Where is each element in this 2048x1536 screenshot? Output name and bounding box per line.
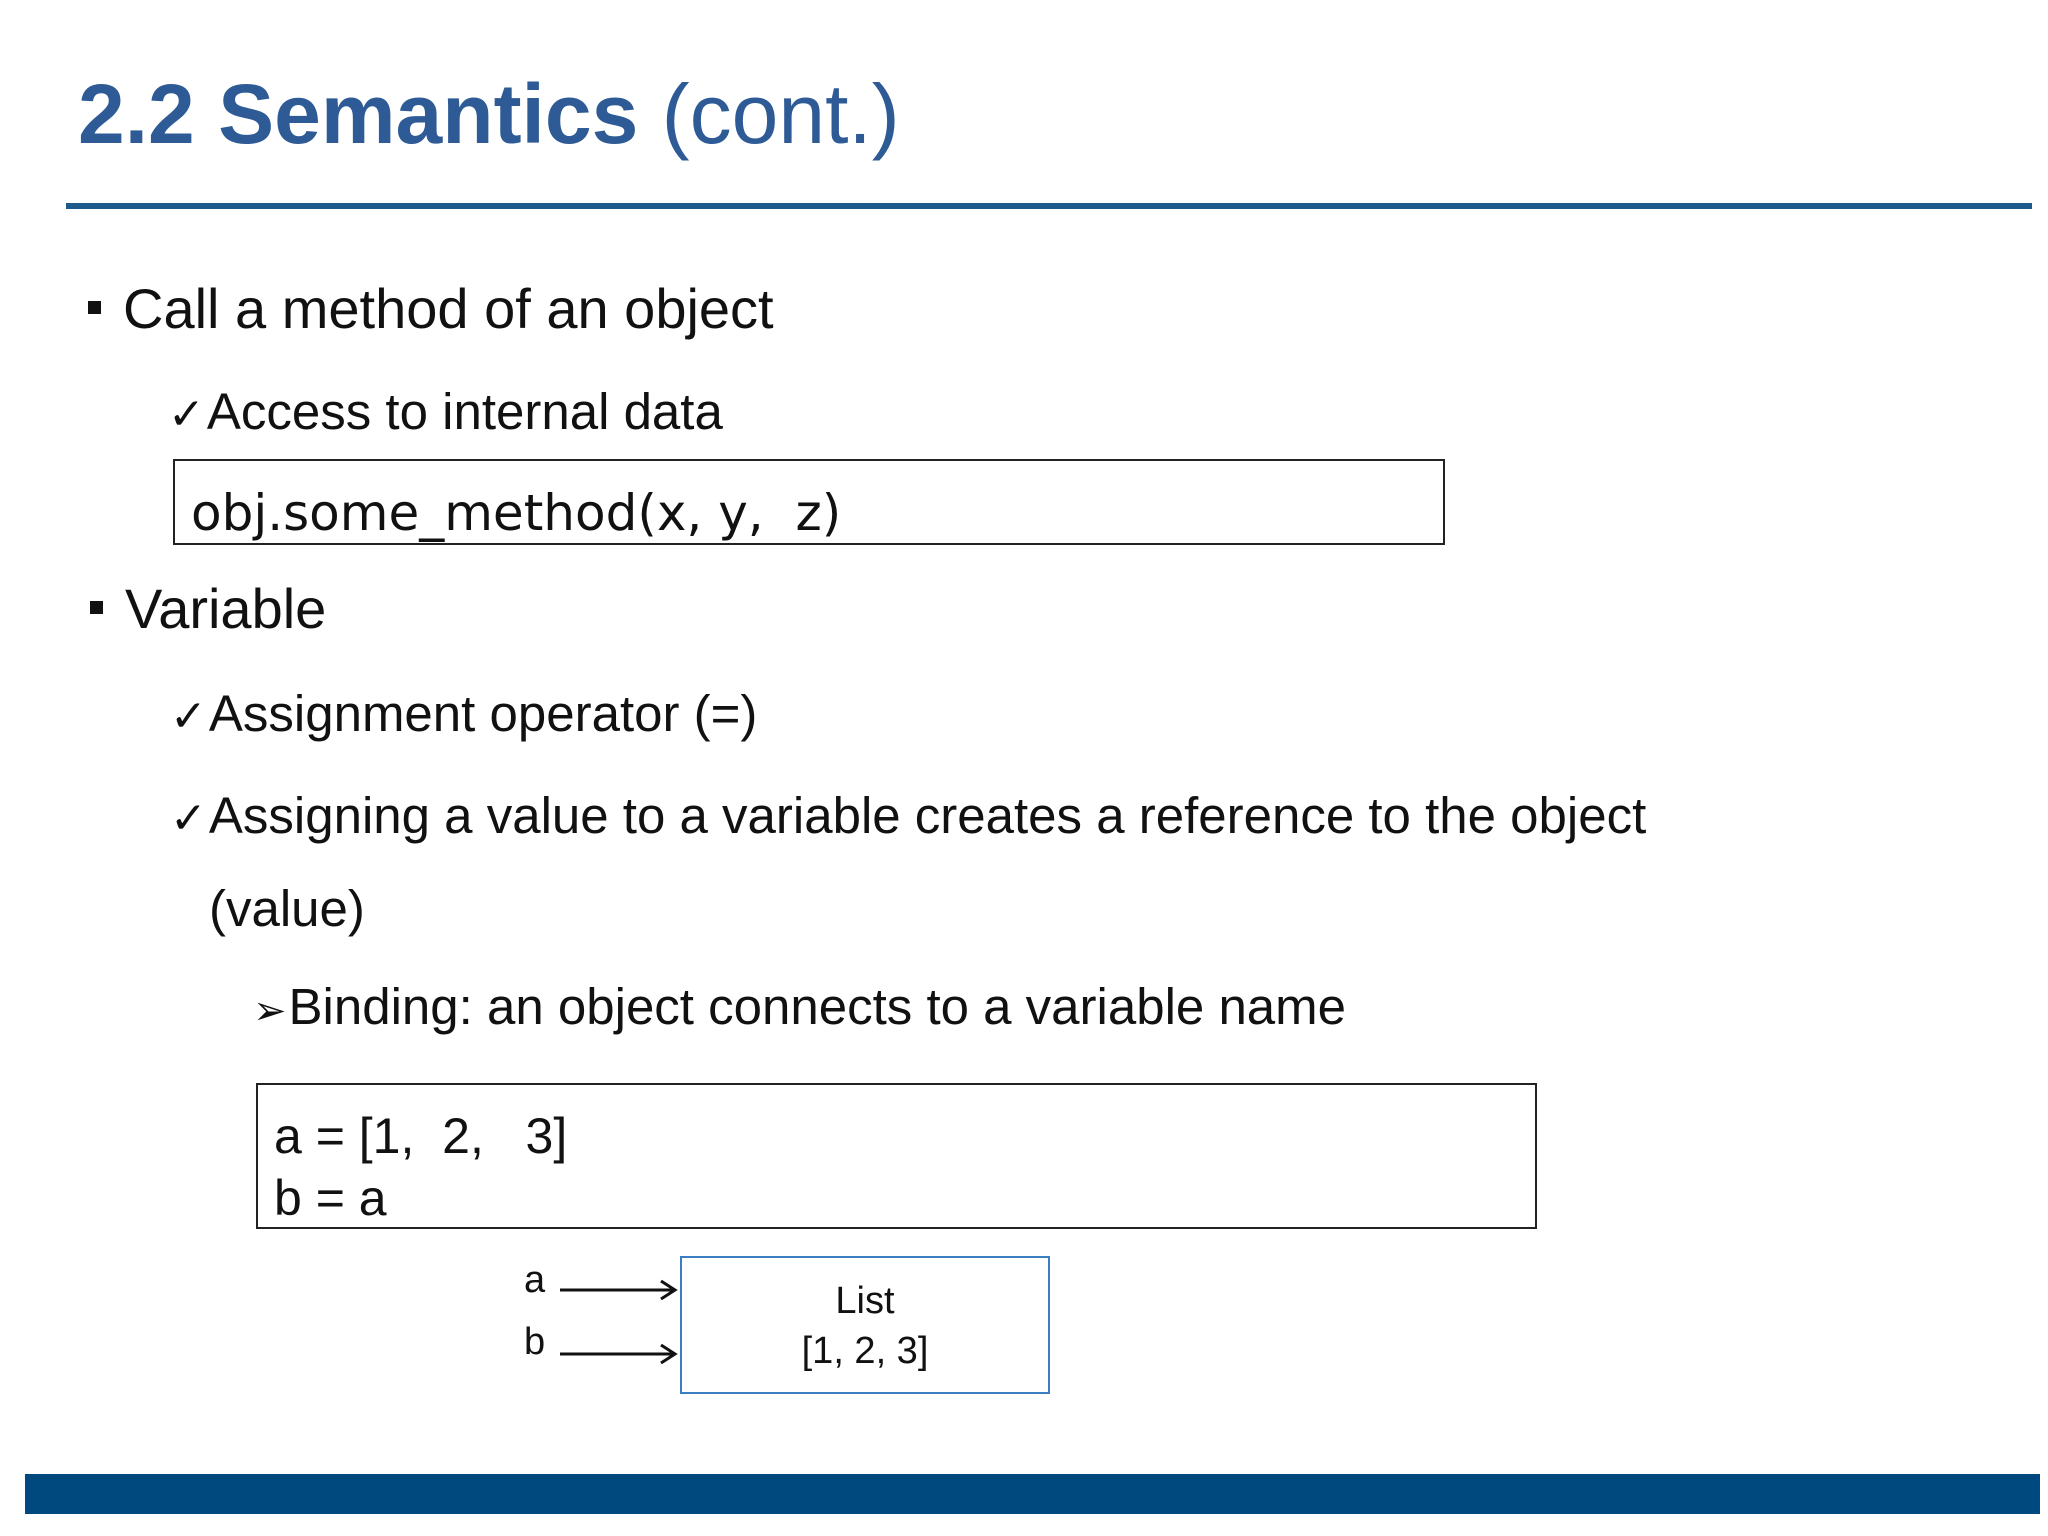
- checkmark-icon: ✓: [168, 389, 205, 440]
- title-divider: [66, 203, 2032, 209]
- bullet-variable-text: Variable: [125, 577, 327, 640]
- code-assignment-line-2: b = a: [274, 1170, 387, 1226]
- arrow-b-to-list-icon: [560, 1343, 678, 1365]
- sub-bullet-reference-continuation: (value): [209, 880, 365, 937]
- footer-bar: [25, 1474, 2040, 1514]
- sub-sub-bullet-binding: ➢Binding: an object connects to a variab…: [253, 977, 1346, 1041]
- code-assignment-line-1: a = [1, 2, 3]: [274, 1108, 568, 1164]
- checkmark-icon: ✓: [170, 793, 207, 844]
- code-box-method-call: obj.some_method(x, y, z): [173, 459, 1445, 545]
- slide-title-suffix: (cont.): [661, 67, 900, 161]
- diagram-list-object: List [1, 2, 3]: [680, 1256, 1050, 1394]
- code-method-call: obj.some_method(x, y, z): [191, 484, 842, 542]
- square-bullet-icon: [90, 600, 103, 614]
- slide-title-main: 2.2 Semantics: [78, 67, 639, 161]
- arrow-a-to-list-icon: [560, 1279, 678, 1301]
- diagram-list-title: List: [835, 1280, 895, 1322]
- sub-bullet-internal-data-text: Access to internal data: [206, 383, 723, 440]
- square-bullet-icon: [88, 300, 101, 314]
- bullet-call-method-text: Call a method of an object: [123, 277, 774, 340]
- sub-bullet-reference: ✓Assigning a value to a variable creates…: [170, 786, 1646, 849]
- sub-bullet-assignment-operator: ✓Assignment operator (=): [170, 684, 757, 747]
- sub-sub-bullet-binding-text: Binding: an object connects to a variabl…: [288, 978, 1347, 1035]
- bullet-call-method: Call a method of an object: [88, 277, 774, 341]
- checkmark-icon: ✓: [170, 691, 207, 742]
- sub-bullet-internal-data: ✓Access to internal data: [168, 382, 723, 445]
- sub-bullet-reference-text: Assigning a value to a variable creates …: [208, 787, 1647, 844]
- diagram-var-a: a: [524, 1259, 546, 1301]
- diagram-arrows: [560, 1279, 678, 1365]
- code-box-assignment: a = [1, 2, 3] b = a: [256, 1083, 1537, 1229]
- sub-bullet-assignment-operator-text: Assignment operator (=): [208, 685, 758, 742]
- bullet-variable: Variable: [90, 577, 326, 641]
- arrowhead-bullet-icon: ➢: [253, 988, 287, 1034]
- diagram-list-value: [1, 2, 3]: [801, 1330, 929, 1372]
- slide-title: 2.2 Semantics (cont.): [78, 64, 900, 164]
- diagram-var-b: b: [524, 1321, 546, 1363]
